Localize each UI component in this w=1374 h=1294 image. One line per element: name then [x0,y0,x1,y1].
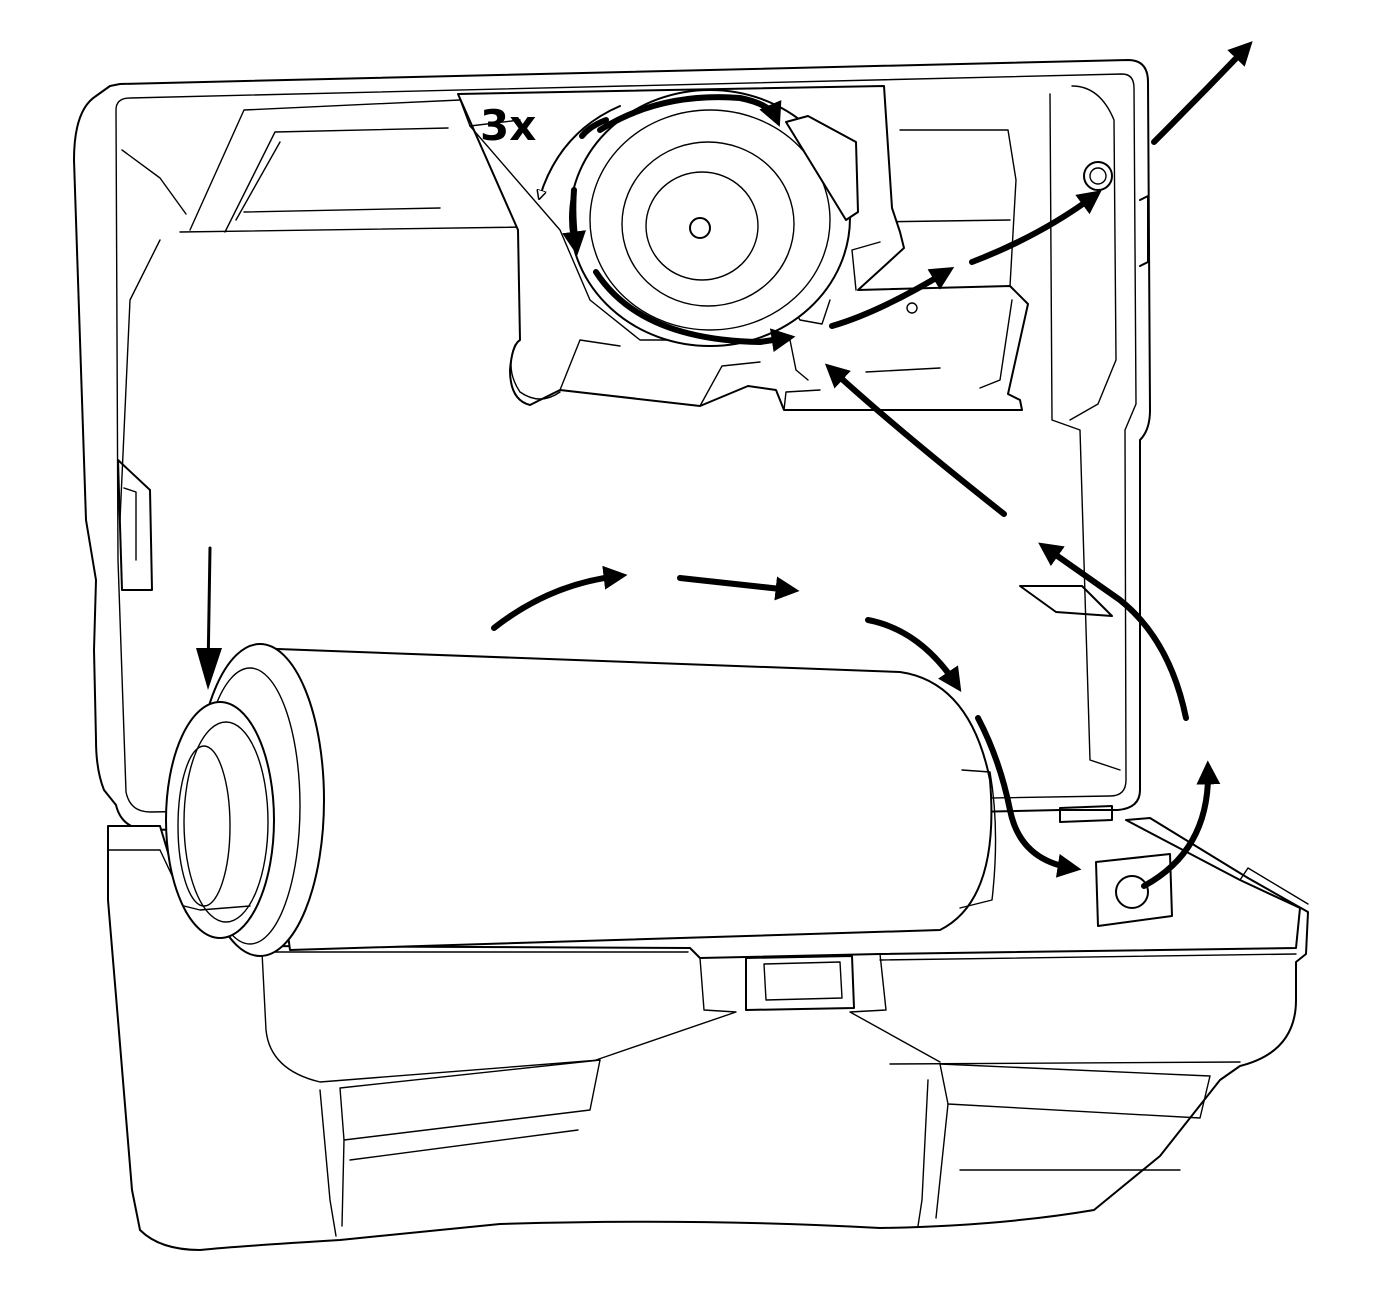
feed-roller [569,89,851,347]
paper-roll [165,643,997,957]
paper-path-arrows [491,41,1253,889]
pointer-arrow [196,546,222,690]
feed-mechanism [457,85,1029,411]
dispenser-base [107,805,1309,1251]
rotation-count-label: 3x [480,101,536,150]
rotation-arrows [540,94,796,353]
